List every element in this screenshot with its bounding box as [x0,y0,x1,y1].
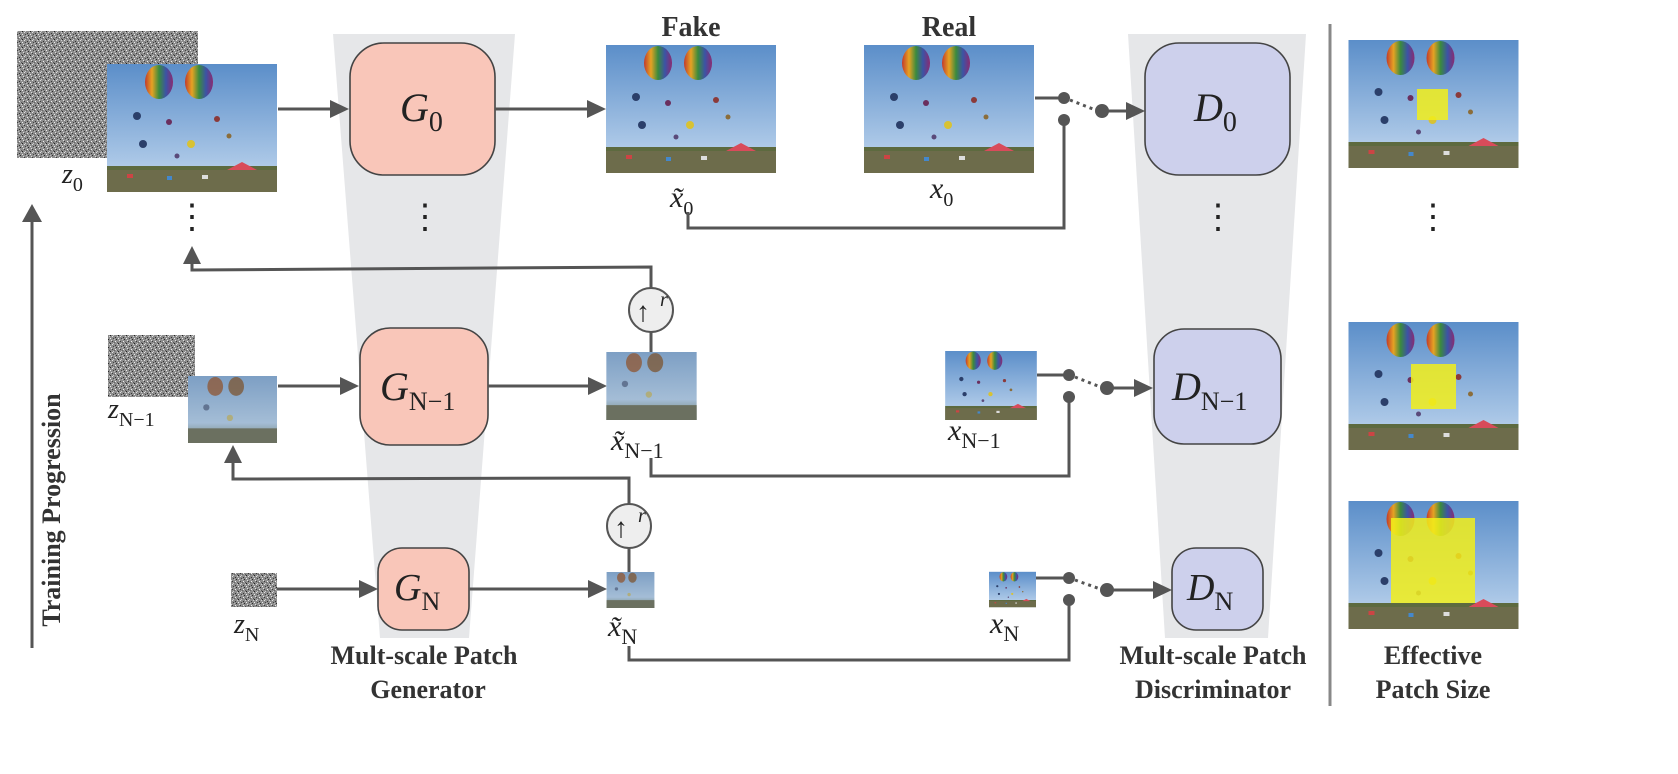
discriminator-d0 [1144,42,1291,176]
g0-label: G0 [400,85,443,138]
real-image-n1 [945,351,1037,420]
ellipsis-generator: ⋮ [408,199,442,236]
dn-label: DN [1186,567,1233,616]
discriminator-caption-1: Mult-scale Patch [1119,641,1307,670]
fake-n1-to-switch [649,397,1071,478]
svg-text:r: r [660,289,668,311]
effective-caption-1: Effective [1384,641,1482,670]
upsample-op-2-label: ↑ [614,513,628,544]
training-progression-arrowhead [22,204,42,222]
ellipsis-discriminator: ⋮ [1201,199,1235,236]
patch-highlight-0 [1417,89,1448,120]
fake-0-to-switch [686,120,1066,230]
xn-label: xN [989,607,1019,646]
z0-label: z0 [61,159,83,196]
dn1-label: DN−1 [1171,364,1247,416]
xtn1-label: x̃N−1 [610,424,664,463]
svg-text:r: r [638,505,646,527]
generator-caption-2: Generator [370,675,486,704]
discriminator-dn [1171,547,1264,631]
x0-label: x0 [929,172,953,211]
fake-n-to-switch [627,600,1071,662]
discriminator-dn1 [1153,328,1282,445]
fake-image-0 [606,45,776,173]
effective-caption-2: Patch Size [1376,675,1491,704]
d0-label: D0 [1193,85,1237,138]
patch-highlight-n1 [1411,364,1456,409]
switch-real-n [1063,572,1075,584]
xtn-label: x̃N [607,610,637,649]
switch-real-0 [1058,92,1070,104]
patch-highlight-n [1391,518,1475,603]
fake-image-n1 [606,352,697,420]
real-label: Real [922,12,977,43]
gn1-label: GN−1 [380,364,455,416]
xt0-label: x̃0 [669,181,693,220]
discriminator-caption-2: Discriminator [1135,675,1291,704]
real-image-n [989,571,1036,608]
ellipsis-patch: ⋮ [1416,199,1450,236]
generator-caption-1: Mult-scale Patch [330,641,518,670]
xn1-label: xN−1 [947,414,1001,453]
real-image-0 [864,45,1034,173]
upsample-op-2 [606,503,652,549]
zn1-noise-image [108,335,195,397]
generator-0-input-image [107,64,277,192]
generator-n1-input-image [188,376,277,443]
switch-real-n1 [1063,369,1075,381]
upsample-op-1-label: ↑ [636,297,650,328]
fake-image-n [606,572,655,608]
zn1-label: zN−1 [107,394,155,431]
training-progression-label: Training Progression [37,393,66,627]
ellipsis-input: ⋮ [175,199,209,236]
gn-label: GN [394,567,440,616]
zn-label: zN [233,609,259,646]
fake-label: Fake [661,12,720,43]
upsample-op-1 [628,287,674,333]
zn-noise-image [231,573,277,607]
